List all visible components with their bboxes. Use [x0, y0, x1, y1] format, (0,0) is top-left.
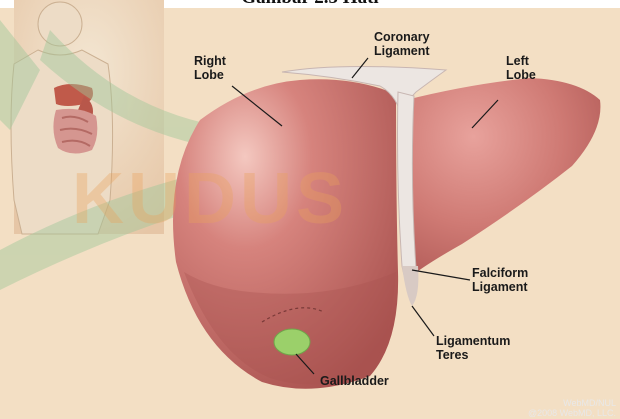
label-right-lobe: Right Lobe [194, 54, 226, 82]
credit-line-2: @2008 WebMD, LLC. [528, 408, 616, 418]
credit-line-1: WebMD/NUL [528, 398, 616, 408]
label-falciform-ligament: Falciform Ligament [472, 266, 528, 294]
label-gallbladder: Gallbladder [320, 374, 389, 388]
image-credit: WebMD/NUL @2008 WebMD, LLC. [528, 398, 616, 418]
label-coronary-ligament: Coronary Ligament [374, 30, 430, 58]
label-left-lobe: Left Lobe [506, 54, 536, 82]
ligamentum-teres [402, 266, 418, 306]
watermark-text: KUDUS [72, 158, 348, 240]
label-ligamentum-teres: Ligamentum Teres [436, 334, 510, 362]
left-lobe [405, 78, 600, 274]
gallbladder [274, 329, 310, 355]
